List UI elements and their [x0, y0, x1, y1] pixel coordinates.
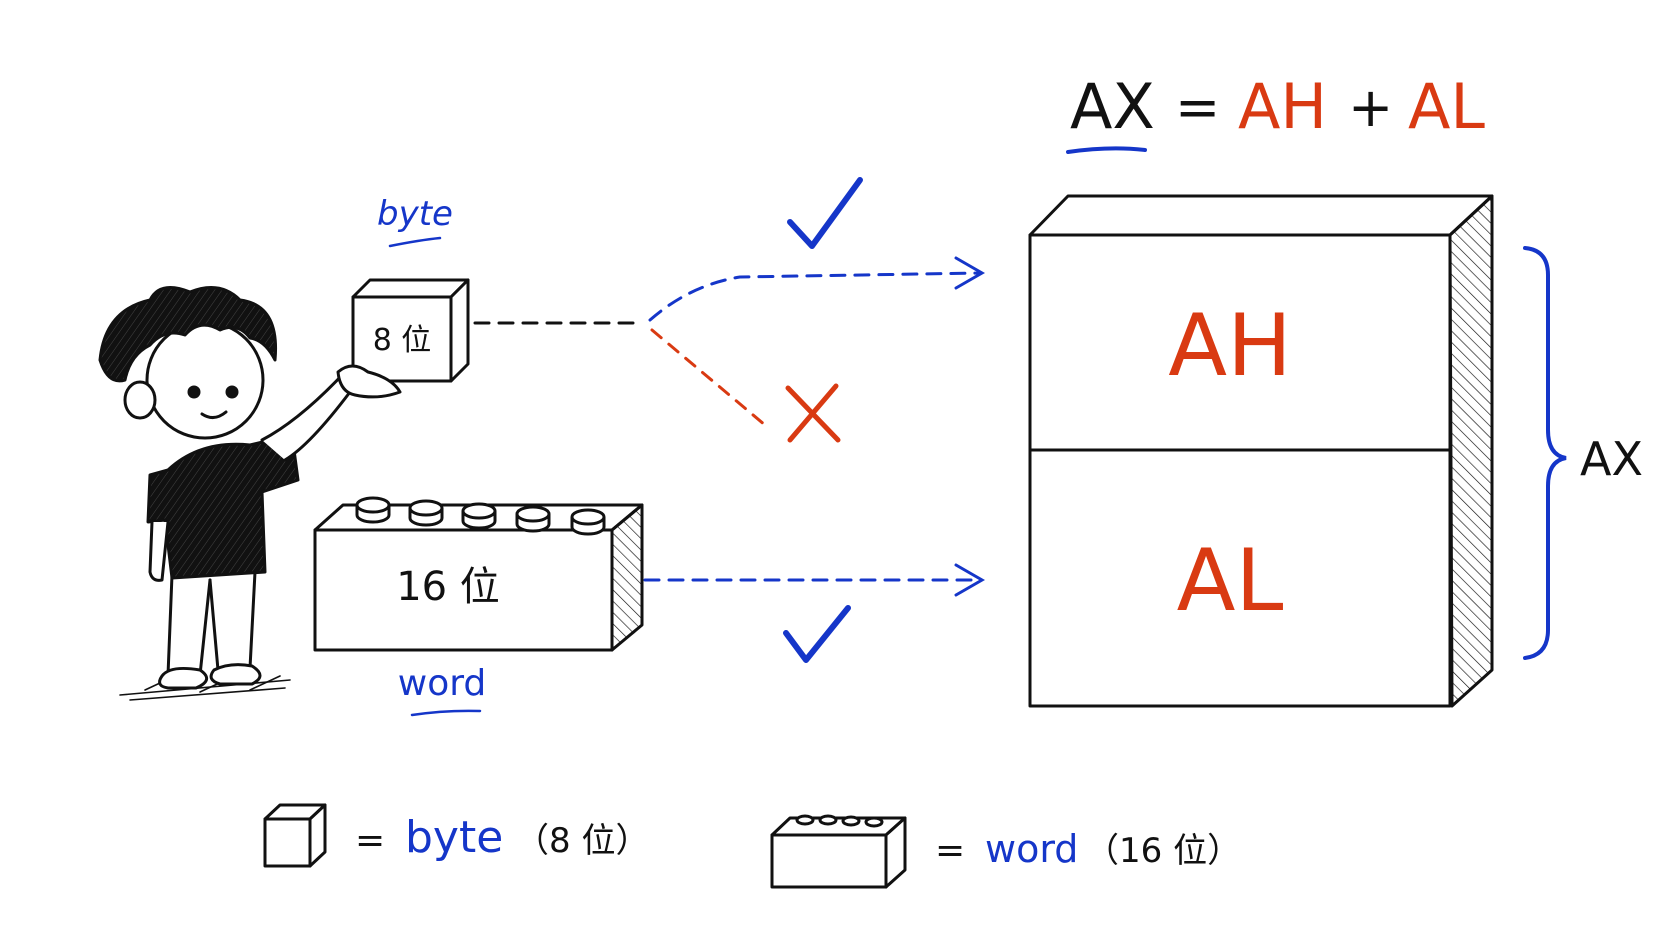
- word-bottom-underline: [410, 709, 482, 717]
- byte-block: [351, 278, 470, 383]
- register-front: [1028, 233, 1452, 708]
- byte-to-ah-arrowhead: [954, 256, 986, 290]
- equation-equals: =: [1175, 76, 1220, 139]
- register-al-label: AL: [1177, 531, 1284, 631]
- equation-ax: AX: [1070, 70, 1155, 143]
- legend-word-equals: =: [935, 830, 965, 871]
- connectors: [473, 256, 986, 597]
- brace-ax-label: AX: [1580, 432, 1643, 486]
- word-block-studs: [355, 496, 606, 536]
- equation-ax-underline: [1066, 146, 1147, 154]
- equation-al: AL: [1408, 70, 1485, 143]
- child-figure: [98, 286, 402, 701]
- cross-mark: [785, 383, 841, 443]
- equation-ah: AH: [1238, 70, 1327, 143]
- check-mark-top: [787, 177, 863, 249]
- equation-plus: +: [1348, 76, 1393, 139]
- legend-word-word: word: [985, 827, 1078, 871]
- legend-word-size: （16 位）: [1085, 831, 1241, 871]
- register-side-face: [1448, 194, 1494, 708]
- register-top-face: [1028, 194, 1494, 237]
- legend-byte-equals: =: [355, 820, 385, 861]
- legend-word-icon: [770, 814, 907, 889]
- ax-register-box: [1028, 194, 1494, 708]
- ax-brace: [1523, 246, 1567, 660]
- byte-wrong-branch: [650, 328, 767, 427]
- word-block: [313, 503, 644, 652]
- word-block-label: 16 位: [396, 564, 500, 610]
- legend: = byte （8 位） = word （16 位）: [263, 803, 1241, 889]
- legend-byte-icon: [263, 803, 327, 868]
- byte-block-label: 8 位: [373, 323, 432, 358]
- legend-byte-word: byte: [405, 812, 503, 863]
- byte-top-underline: [388, 236, 442, 248]
- word-bottom-label: word: [398, 663, 487, 704]
- check-mark-bottom: [783, 605, 851, 663]
- register-ah-label: AH: [1168, 296, 1292, 396]
- byte-to-ah-arrow: [648, 271, 982, 322]
- word-to-ax-arrowhead: [954, 563, 986, 597]
- equation: AX = AH + AL: [1066, 70, 1485, 154]
- byte-top-label: byte: [377, 194, 453, 234]
- legend-byte-size: （8 位）: [515, 821, 649, 861]
